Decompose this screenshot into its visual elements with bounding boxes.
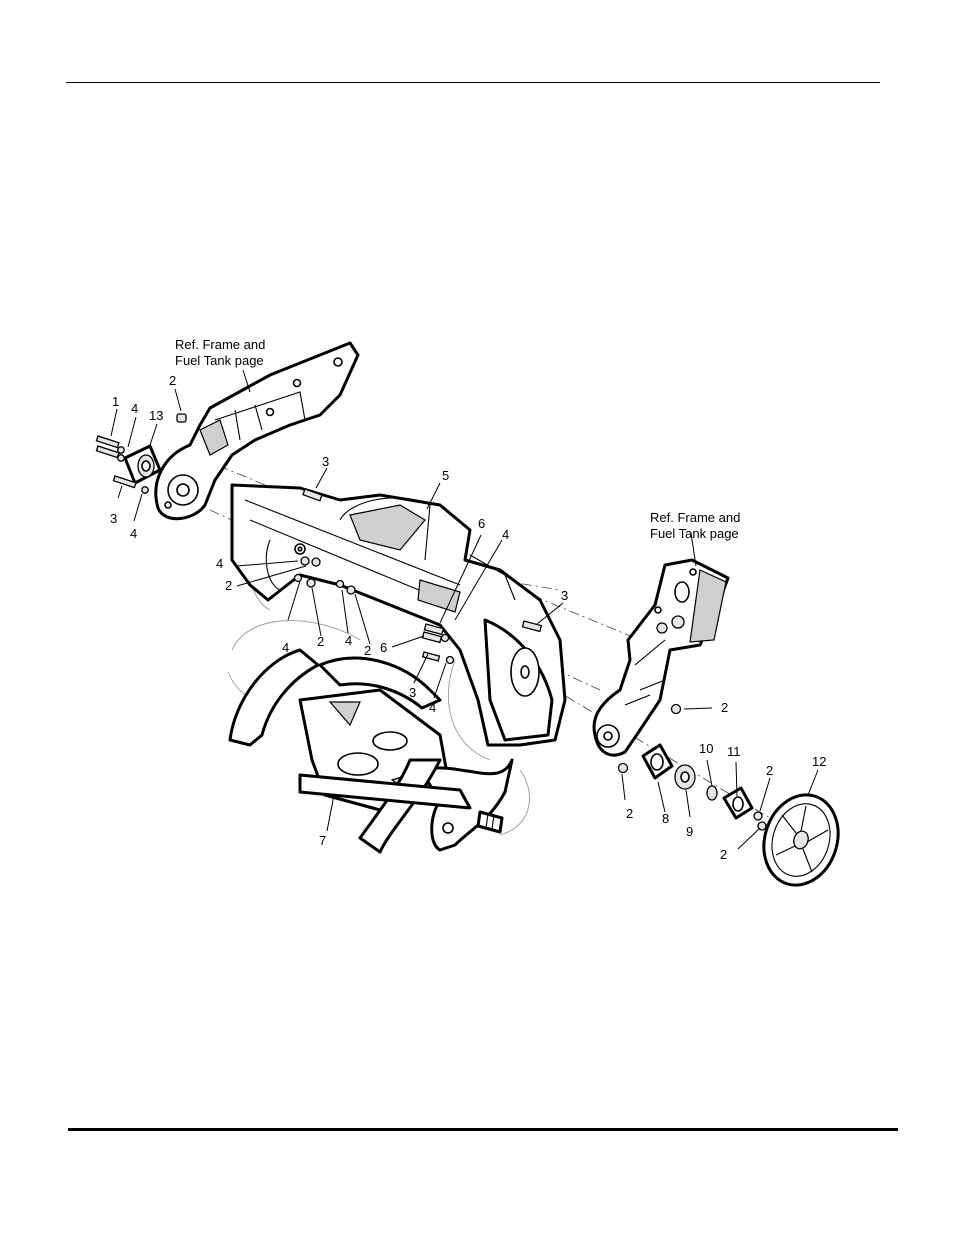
callout-11: 11 xyxy=(727,744,741,759)
callout-2-b: 2 xyxy=(225,578,232,593)
ref-frame-label-right-line2: Fuel Tank page xyxy=(650,526,739,541)
callout-4-e: 4 xyxy=(345,633,352,648)
callout-2-c: 2 xyxy=(317,634,324,649)
callout-4-b: 4 xyxy=(130,526,137,541)
callout-3-d: 3 xyxy=(561,588,568,603)
callout-4-c: 4 xyxy=(216,556,223,571)
callout-4-d: 4 xyxy=(282,640,289,655)
callout-1: 1 xyxy=(112,394,119,409)
callout-4-f: 4 xyxy=(502,527,509,542)
callout-3-c: 3 xyxy=(409,685,416,700)
auger-pulley xyxy=(753,785,850,895)
callout-4-g: 4 xyxy=(429,700,436,715)
callout-6-a: 6 xyxy=(478,516,485,531)
callout-13: 13 xyxy=(149,408,163,423)
right-frame-plate xyxy=(594,560,728,755)
callout-2-h: 2 xyxy=(720,847,727,862)
callout-3-a: 3 xyxy=(110,511,117,526)
ref-frame-label-right-line1: Ref. Frame and xyxy=(650,510,740,525)
callout-12: 12 xyxy=(812,754,826,769)
callout-10: 10 xyxy=(699,741,713,756)
callout-2-f: 2 xyxy=(626,806,633,821)
callout-4-a: 4 xyxy=(131,401,138,416)
callout-8: 8 xyxy=(662,811,669,826)
callout-7: 7 xyxy=(319,833,326,848)
ref-frame-label-left-line2: Fuel Tank page xyxy=(175,353,264,368)
ref-frame-label-left-line1: Ref. Frame and xyxy=(175,337,265,352)
callout-5: 5 xyxy=(442,468,449,483)
callout-2-d: 2 xyxy=(364,643,371,658)
left-bearing-housing xyxy=(125,446,160,483)
callout-6-b: 6 xyxy=(380,640,387,655)
callout-3-b: 3 xyxy=(322,454,329,469)
callout-2-e: 2 xyxy=(721,700,728,715)
callout-9: 9 xyxy=(686,824,693,839)
callout-2-a: 2 xyxy=(169,373,176,388)
callout-2-g: 2 xyxy=(766,763,773,778)
